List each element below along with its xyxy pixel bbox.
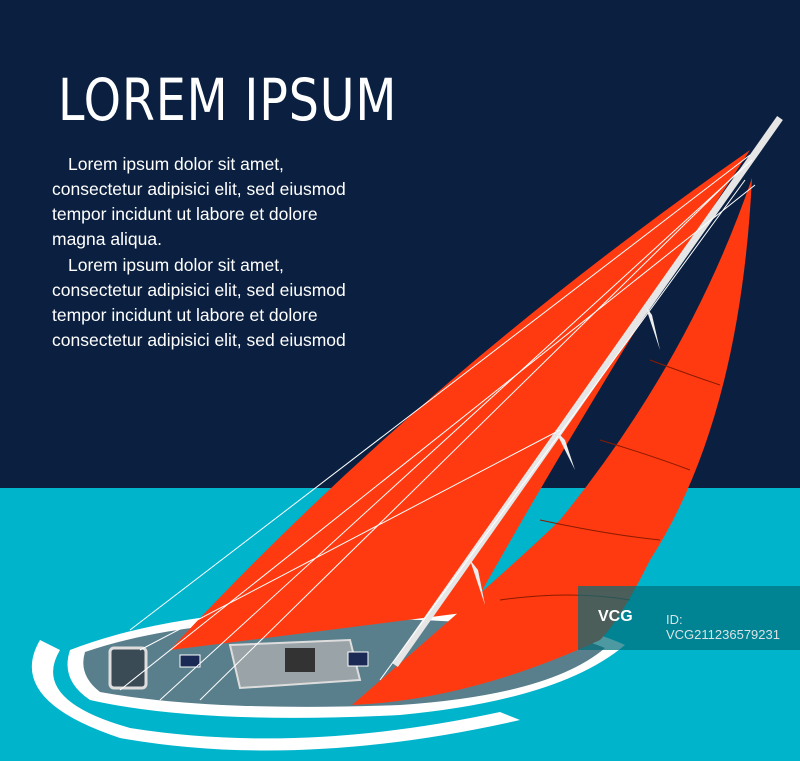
headline: LOREM IPSUM (58, 66, 398, 134)
paragraph-2: Lorem ipsum dolor sit amet, consectetur … (52, 253, 432, 353)
paragraph-line: Lorem ipsum dolor sit amet, (68, 154, 284, 174)
watermark-id: ID: VCG211236579231 (666, 612, 780, 642)
hatch (108, 646, 148, 690)
paragraph-line: magna aliqua. (52, 229, 162, 249)
mainsail (170, 150, 750, 650)
jib (352, 178, 752, 705)
paragraph-line: consectetur adipisici elit, sed eiusmod (52, 330, 346, 350)
paragraph-line: consectetur adipisici elit, sed eiusmod (52, 179, 346, 199)
cabin-window (285, 648, 315, 672)
paragraph-line: tempor incidunt ut labore et dolore (52, 204, 318, 224)
watermark-background (578, 586, 800, 650)
paragraph-line: tempor incidunt ut labore et dolore (52, 305, 318, 325)
mast (392, 115, 783, 668)
porthole (347, 651, 369, 667)
rigging (119, 154, 756, 701)
watermark: VCG ID: VCG211236579231 (578, 586, 800, 650)
paragraph-1: Lorem ipsum dolor sit amet, consectetur … (52, 152, 432, 252)
paragraph-line: consectetur adipisici elit, sed eiusmod (52, 280, 346, 300)
porthole (179, 654, 201, 668)
watermark-logo: VCG (598, 608, 633, 625)
paragraph-line: Lorem ipsum dolor sit amet, (68, 255, 284, 275)
